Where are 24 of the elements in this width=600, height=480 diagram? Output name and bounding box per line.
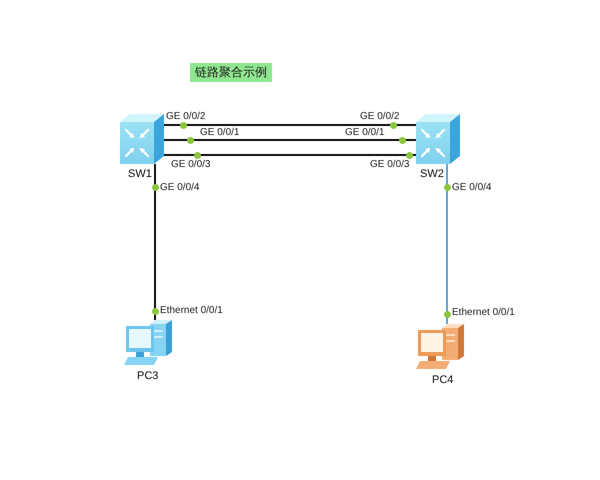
device-label: PC4 <box>432 374 454 386</box>
network-switch-icon <box>120 114 164 164</box>
port-label: GE 0/0/3 <box>171 159 210 170</box>
port-label: GE 0/0/4 <box>452 182 492 193</box>
port-label: GE 0/0/3 <box>370 159 410 170</box>
port-label: GE 0/0/1 <box>200 127 240 138</box>
port-label: GE 0/0/2 <box>360 111 400 122</box>
connection-line <box>164 154 416 156</box>
port-label: Ethernet 0/0/1 <box>160 305 223 316</box>
connection-line <box>164 139 416 141</box>
port-label: GE 0/0/1 <box>345 127 384 138</box>
diagram-title: 链路聚合示例 <box>190 63 272 82</box>
port-label: GE 0/0/2 <box>166 111 206 122</box>
port-label: Ethernet 0/0/1 <box>452 307 515 318</box>
connection-line <box>154 164 156 320</box>
device-label: PC3 <box>137 370 158 382</box>
connection-line <box>164 124 416 126</box>
port-label: GE 0/0/4 <box>160 182 200 193</box>
connection-line <box>446 164 448 324</box>
network-switch-icon <box>416 114 460 164</box>
computer-icon <box>124 320 174 366</box>
device-label: SW2 <box>420 168 444 180</box>
computer-icon <box>416 324 466 370</box>
device-label: SW1 <box>128 168 152 180</box>
